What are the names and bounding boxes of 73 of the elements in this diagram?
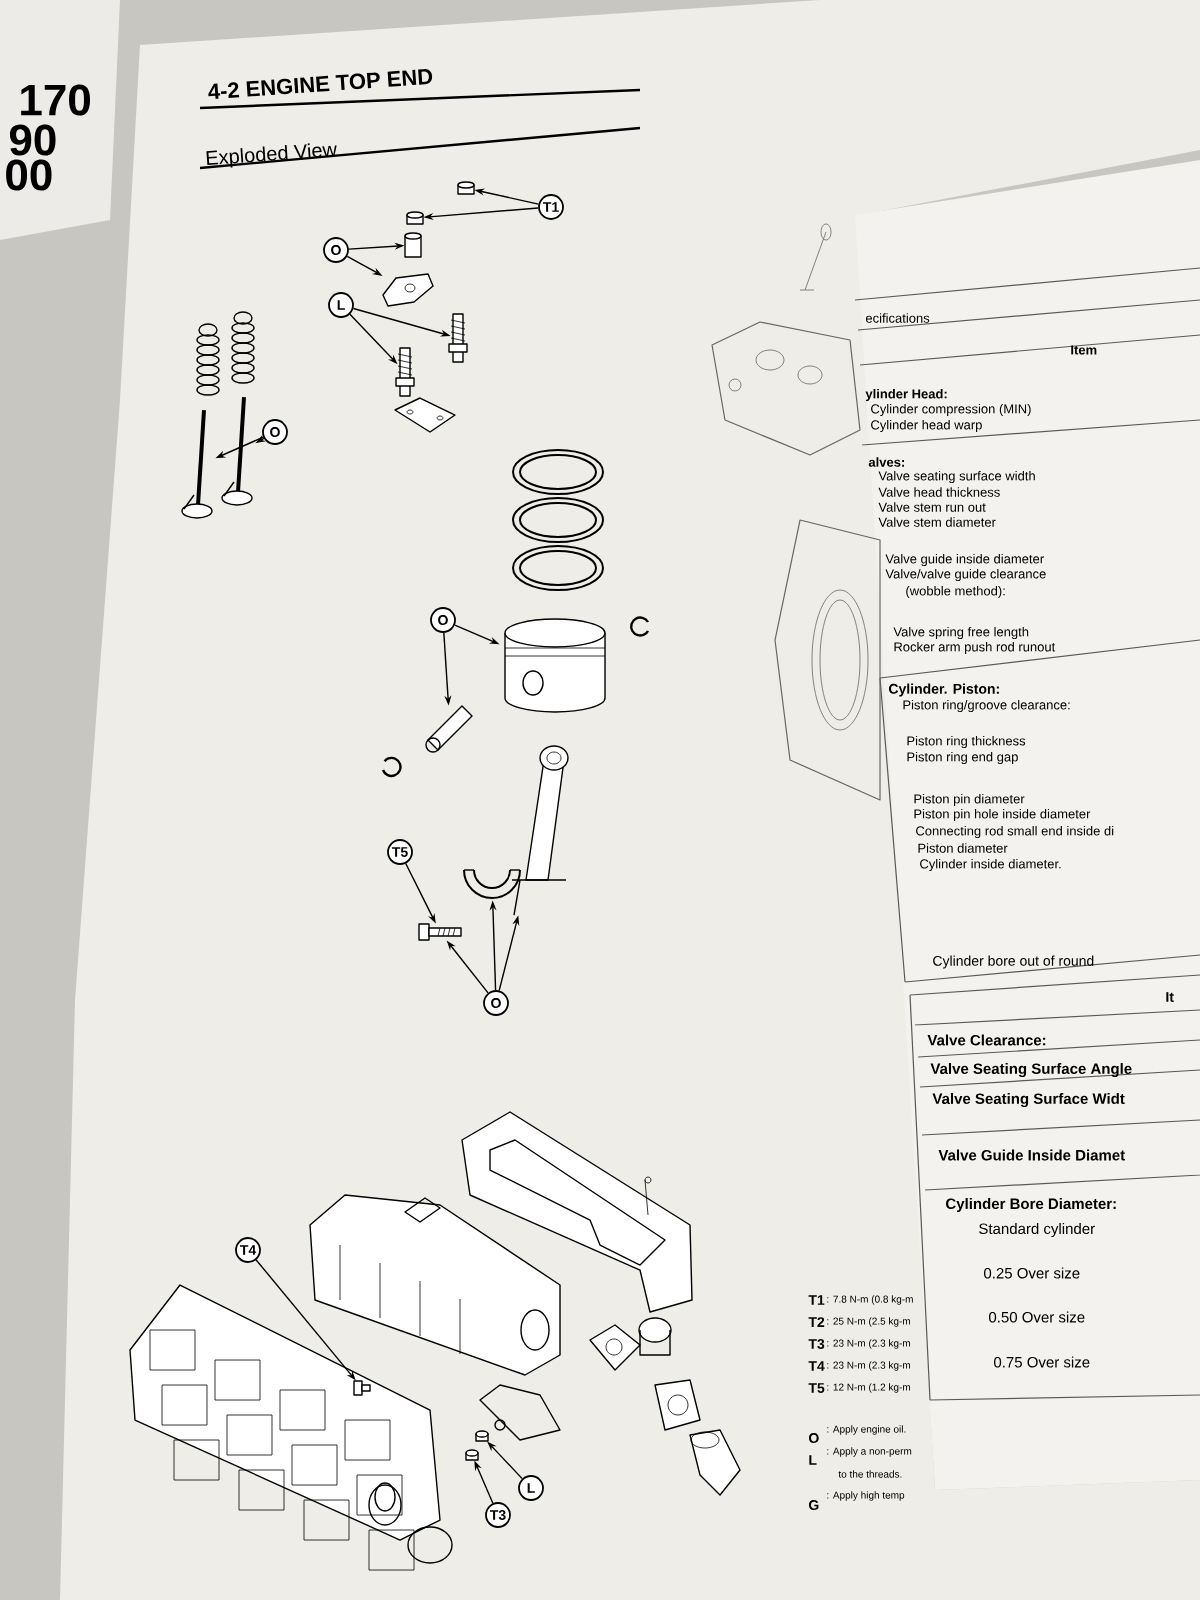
table-text: ecifications (865, 313, 930, 323)
table-text: 0.25 Over size (984, 1267, 1080, 1279)
key-symbol: G (808, 1500, 819, 1510)
push-rod-guide (404, 232, 422, 258)
table-text: Valve seating surface width (878, 470, 1035, 484)
note-text: : Apply a non-perm (827, 1447, 912, 1457)
key-symbol: O (808, 1433, 819, 1443)
valve (221, 396, 253, 506)
table-heading: alves: (868, 457, 904, 467)
torque-value: : 12 N-m (1.2 kg-m (827, 1383, 910, 1393)
connecting-rod (511, 745, 569, 916)
stud-bolt (395, 347, 415, 397)
table-text: Connecting rod small end inside di (916, 825, 1114, 839)
table-heading: Cylinder. Piston: (888, 683, 999, 697)
table-heading: Valve Seating Surface Angle (930, 1063, 1132, 1078)
table-text: Piston ring end gap (907, 751, 1018, 765)
table-text: (wobble method): (906, 585, 1005, 599)
table-text: Standard cylinder (979, 1223, 1095, 1237)
page-text: 90 (9, 124, 56, 156)
table-heading: Item (1071, 345, 1097, 355)
table-text: Valve head thickness (878, 487, 1000, 497)
page-text: 00 (6, 159, 52, 191)
table-text: Valve guide inside diameter (885, 553, 1044, 567)
table-heading: Valve Guide Inside Diamet (938, 1149, 1125, 1161)
table-heading: Valve Clearance: (927, 1034, 1046, 1046)
table-text: Piston ring thickness (907, 735, 1026, 749)
subtitle: Exploded View (206, 143, 337, 168)
section-title: 4-2 ENGINE TOP END (208, 69, 433, 99)
table-text: Piston pin hole inside diameter (914, 808, 1091, 822)
piston (504, 618, 606, 713)
table-heading: Cylinder Bore Diameter: (946, 1198, 1116, 1212)
torque-key-symbol: T3 (808, 1339, 825, 1349)
torque-value: : 23 N-m (2.3 kg-m (827, 1361, 910, 1371)
rocker-arm (382, 273, 434, 307)
bolt (353, 1380, 371, 1396)
stud-bolt (448, 313, 468, 363)
table-text: Valve/valve guide clearance (885, 568, 1046, 582)
table-text: Valve stem run out (878, 502, 986, 512)
torque-value: : 25 N-m (2.5 kg-m (827, 1317, 910, 1327)
table-text: Valve spring free length (893, 626, 1029, 640)
table-text: Cylinder inside diameter. (920, 858, 1061, 872)
bolt (418, 923, 462, 941)
nut (475, 1430, 489, 1442)
table-heading: ylinder Head: (865, 388, 947, 402)
note-text: to the threads. (838, 1470, 902, 1478)
note-text: : Apply high temp (827, 1491, 905, 1501)
valve (181, 409, 213, 519)
table-text: Cylinder head warp (871, 419, 982, 433)
torque-key-symbol: T2 (808, 1317, 825, 1327)
torque-value: : 23 N-m (2.3 kg-m (827, 1339, 910, 1349)
nut (457, 181, 475, 195)
table-text: Rocker arm push rod runout (894, 641, 1056, 655)
table-text: Cylinder bore out of round (933, 955, 1094, 969)
table-text: Piston diameter (918, 843, 1008, 853)
piston-pin (425, 705, 473, 753)
note-text: : Apply engine oil. (827, 1425, 906, 1435)
table-text: Piston ring/groove clearance: (903, 699, 1070, 713)
torque-key-symbol: T5 (808, 1383, 825, 1393)
nut (406, 211, 424, 225)
nut (465, 1449, 479, 1461)
table-text: 0.50 Over size (989, 1311, 1085, 1323)
torque-key-symbol: T4 (808, 1361, 825, 1371)
table-text: 0.75 Over size (994, 1356, 1090, 1368)
table-heading: Valve Seating Surface Widt (932, 1093, 1125, 1108)
torque-key-symbol: T1 (808, 1295, 825, 1305)
torque-value: : 7.8 N-m (0.8 kg-m (827, 1295, 913, 1305)
table-heading: It (1166, 992, 1174, 1002)
table-text: Valve stem diameter (878, 517, 996, 527)
table-text: Cylinder compression (MIN) (871, 403, 1031, 417)
connecting-rod-cap (463, 869, 521, 899)
page-text: 170 (21, 84, 90, 116)
key-symbol: L (809, 1455, 817, 1465)
table-text: Piston pin diameter (914, 793, 1025, 807)
